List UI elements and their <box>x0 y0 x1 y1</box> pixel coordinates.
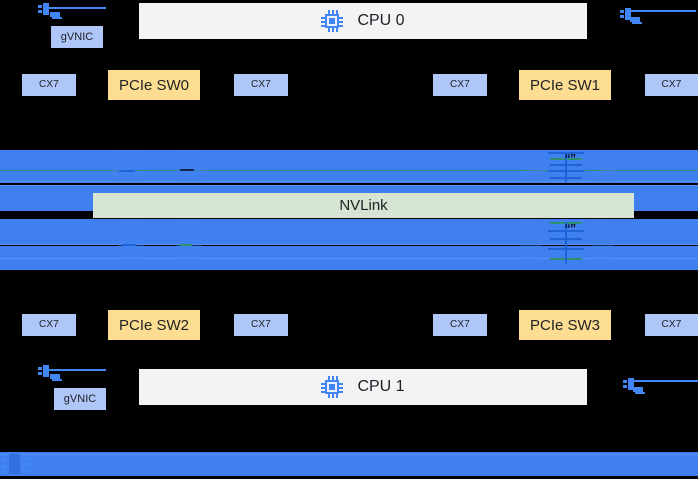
cx7-box-4[interactable]: CX7 <box>22 314 76 336</box>
gpu-icon <box>176 222 202 264</box>
network-card-icon <box>620 8 698 26</box>
gpu-band-footer <box>0 452 698 476</box>
cx7-box-5[interactable]: CX7 <box>234 314 288 336</box>
cpu-chip-icon <box>321 10 344 32</box>
pcie-sw2-box[interactable]: PCIe SW2 <box>108 310 200 340</box>
cx7-label: CX7 <box>250 79 272 90</box>
nvlink-box[interactable]: NVLink <box>93 193 634 218</box>
gvnic-box-1[interactable]: gVNIC <box>54 388 106 410</box>
gpu-icon <box>592 152 614 182</box>
cx7-label: CX7 <box>449 79 471 90</box>
cx7-label: CX7 <box>661 319 682 330</box>
cpu-1-box[interactable]: CPU 1 <box>139 369 587 405</box>
pcie-switch-label: PCIe SW1 <box>529 76 601 94</box>
gpu-band-top <box>0 150 698 183</box>
pcie-switch-label: PCIe SW0 <box>118 76 190 94</box>
network-card-icon <box>623 378 698 396</box>
cx7-label: CX7 <box>449 319 471 330</box>
cpu-0-label: CPU 0 <box>357 12 405 29</box>
pcie-switch-label: PCIe SW2 <box>118 316 190 334</box>
cx7-label: CX7 <box>38 79 60 90</box>
gpu-stack-icon <box>548 222 584 264</box>
pcie-sw3-box[interactable]: PCIe SW3 <box>519 310 611 340</box>
gvnic-label: gVNIC <box>60 30 94 43</box>
cx7-box-3[interactable]: CX7 <box>645 74 698 96</box>
gpu-icon <box>118 222 144 264</box>
cx7-box-7[interactable]: CX7 <box>645 314 698 336</box>
cx7-box-0[interactable]: CX7 <box>22 74 76 96</box>
gvnic-box-0[interactable]: gVNIC <box>51 26 103 48</box>
gpu-icon <box>592 222 614 264</box>
network-card-icon <box>38 3 110 21</box>
cpu-0-box[interactable]: CPU 0 <box>139 3 587 39</box>
cx7-box-2[interactable]: CX7 <box>433 74 487 96</box>
gpu-stack-icon <box>548 152 584 182</box>
cx7-box-6[interactable]: CX7 <box>433 314 487 336</box>
cpu-chip-icon <box>321 376 344 398</box>
gpu-icon <box>176 150 202 183</box>
cx7-label: CX7 <box>250 319 272 330</box>
network-card-icon <box>2 452 36 476</box>
cx7-label: CX7 <box>38 319 60 330</box>
pcie-sw1-box[interactable]: PCIe SW1 <box>519 70 611 100</box>
gpu-icon <box>520 222 542 264</box>
cx7-label: CX7 <box>661 79 682 90</box>
cpu-1-label: CPU 1 <box>357 378 405 395</box>
pcie-sw0-box[interactable]: PCIe SW0 <box>108 70 200 100</box>
nvlink-label: NVLink <box>339 197 388 214</box>
gvnic-label: gVNIC <box>63 392 97 405</box>
gpu-icon <box>113 150 145 183</box>
network-card-icon <box>38 365 110 383</box>
pcie-switch-label: PCIe SW3 <box>529 316 601 334</box>
cx7-box-1[interactable]: CX7 <box>234 74 288 96</box>
gpu-icon <box>520 152 542 182</box>
